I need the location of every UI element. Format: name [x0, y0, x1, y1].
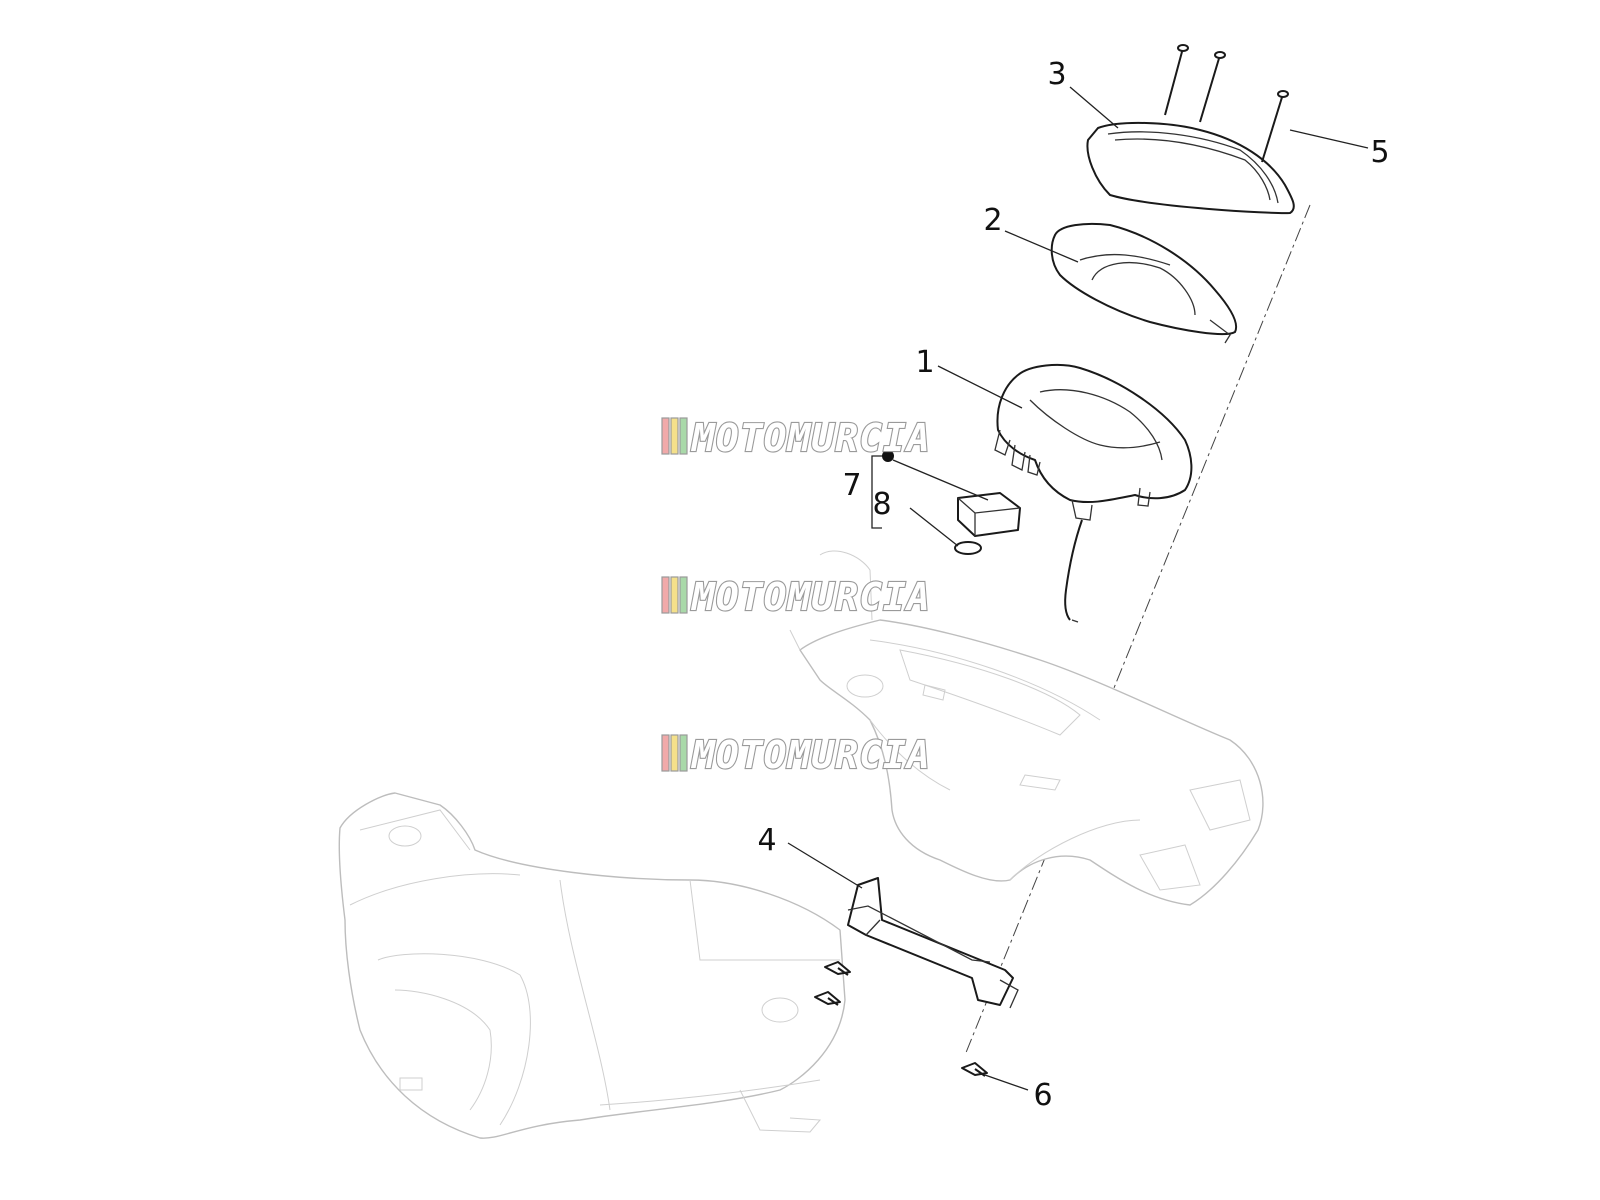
upper-handlebar-cover — [789, 550, 1264, 906]
callout-1: 1 — [915, 345, 934, 380]
part-8-o-ring — [954, 541, 982, 555]
watermark-1: MOTOMURCIA — [661, 415, 931, 461]
part-7-indicator-dot — [882, 450, 894, 462]
assembly-axis — [964, 204, 1311, 1056]
svg-text:MOTOMURCIA: MOTOMURCIA — [690, 575, 931, 619]
callout-6: 6 — [1033, 1078, 1052, 1113]
callout-5: 5 — [1370, 135, 1389, 170]
callout-7: 7 — [842, 468, 861, 503]
callout-4: 4 — [757, 823, 776, 858]
part-4-mounting-bracket — [847, 877, 1019, 1009]
callout-8: 8 — [872, 487, 891, 522]
self-tapping-screws — [814, 961, 988, 1077]
part-7-8-kit — [882, 450, 1021, 555]
part-3-cluster-frame — [1086, 121, 1295, 215]
part-2-cluster-lens — [1050, 222, 1238, 344]
part-1-instrument-cluster — [994, 363, 1193, 623]
callout-3: 3 — [1047, 57, 1066, 92]
lower-handlebar-cover — [338, 792, 846, 1139]
svg-text:MOTOMURCIA: MOTOMURCIA — [690, 416, 931, 460]
callout-labels: 1 2 3 4 5 6 7 8 — [757, 57, 1389, 1113]
part-6-screw — [961, 1062, 988, 1076]
part-5-long-screws — [1164, 44, 1289, 163]
watermark-2: MOTOMURCIA — [661, 574, 931, 620]
svg-text:MOTOMURCIA: MOTOMURCIA — [690, 733, 931, 777]
leader-lines — [787, 86, 1369, 1091]
callout-2: 2 — [983, 203, 1002, 238]
watermark-3: MOTOMURCIA — [661, 732, 931, 778]
